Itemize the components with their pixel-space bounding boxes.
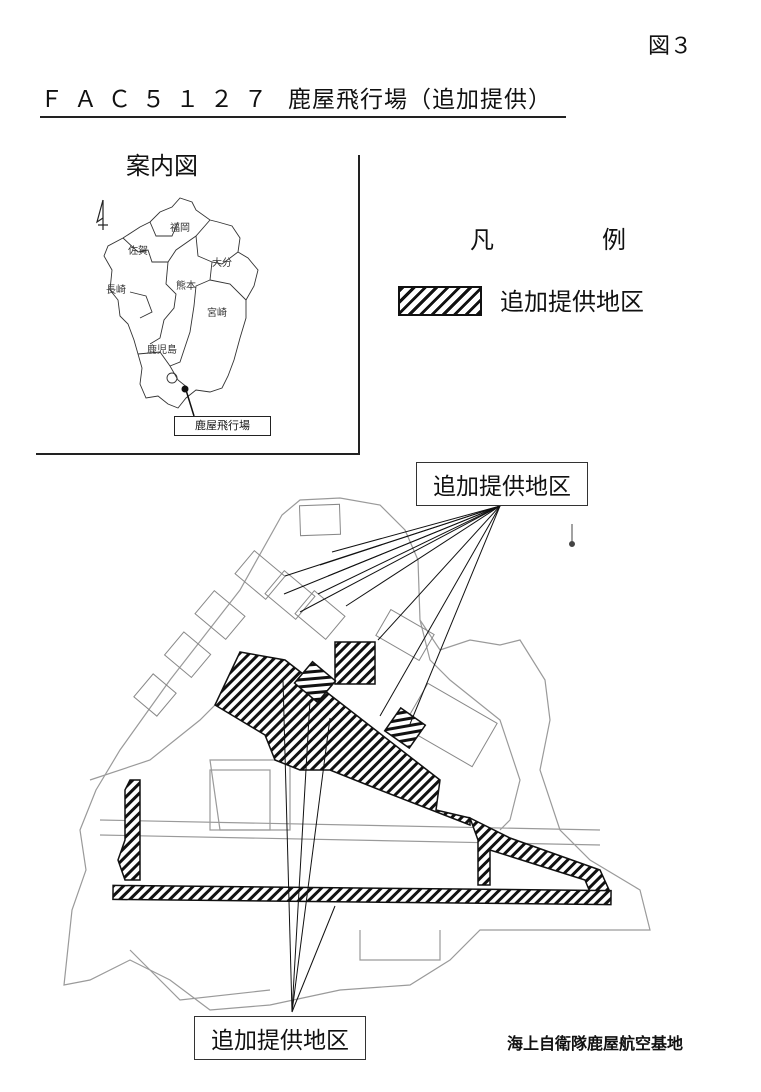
legend-item-label: 追加提供地区 bbox=[500, 288, 644, 316]
compass-icon bbox=[569, 524, 575, 547]
base-outline bbox=[63, 497, 651, 1011]
callout-additional-area-bottom: 追加提供地区 bbox=[194, 1016, 366, 1060]
leader-lines bbox=[282, 505, 501, 1013]
facility-code: ＦＡＣ５１２７ bbox=[40, 87, 278, 113]
document-title: ＦＡＣ５１２７ 鹿屋飛行場（追加提供） bbox=[40, 80, 566, 118]
legend-title: 凡 例 bbox=[470, 226, 668, 254]
airport-label: 鹿屋飛行場 bbox=[174, 416, 271, 436]
figure-label: 図３ bbox=[648, 34, 693, 59]
building-blocks bbox=[133, 503, 498, 768]
facility-name: 鹿屋飛行場（追加提供） bbox=[288, 87, 552, 113]
additional-provision-areas bbox=[112, 641, 612, 906]
index-map-title: 案内図 bbox=[126, 152, 198, 180]
index-map-frame bbox=[36, 155, 360, 455]
callout-additional-area-top: 追加提供地区 bbox=[416, 462, 588, 506]
base-name: 海上自衛隊鹿屋航空基地 bbox=[507, 1034, 684, 1053]
legend-hatch-swatch bbox=[398, 286, 482, 316]
